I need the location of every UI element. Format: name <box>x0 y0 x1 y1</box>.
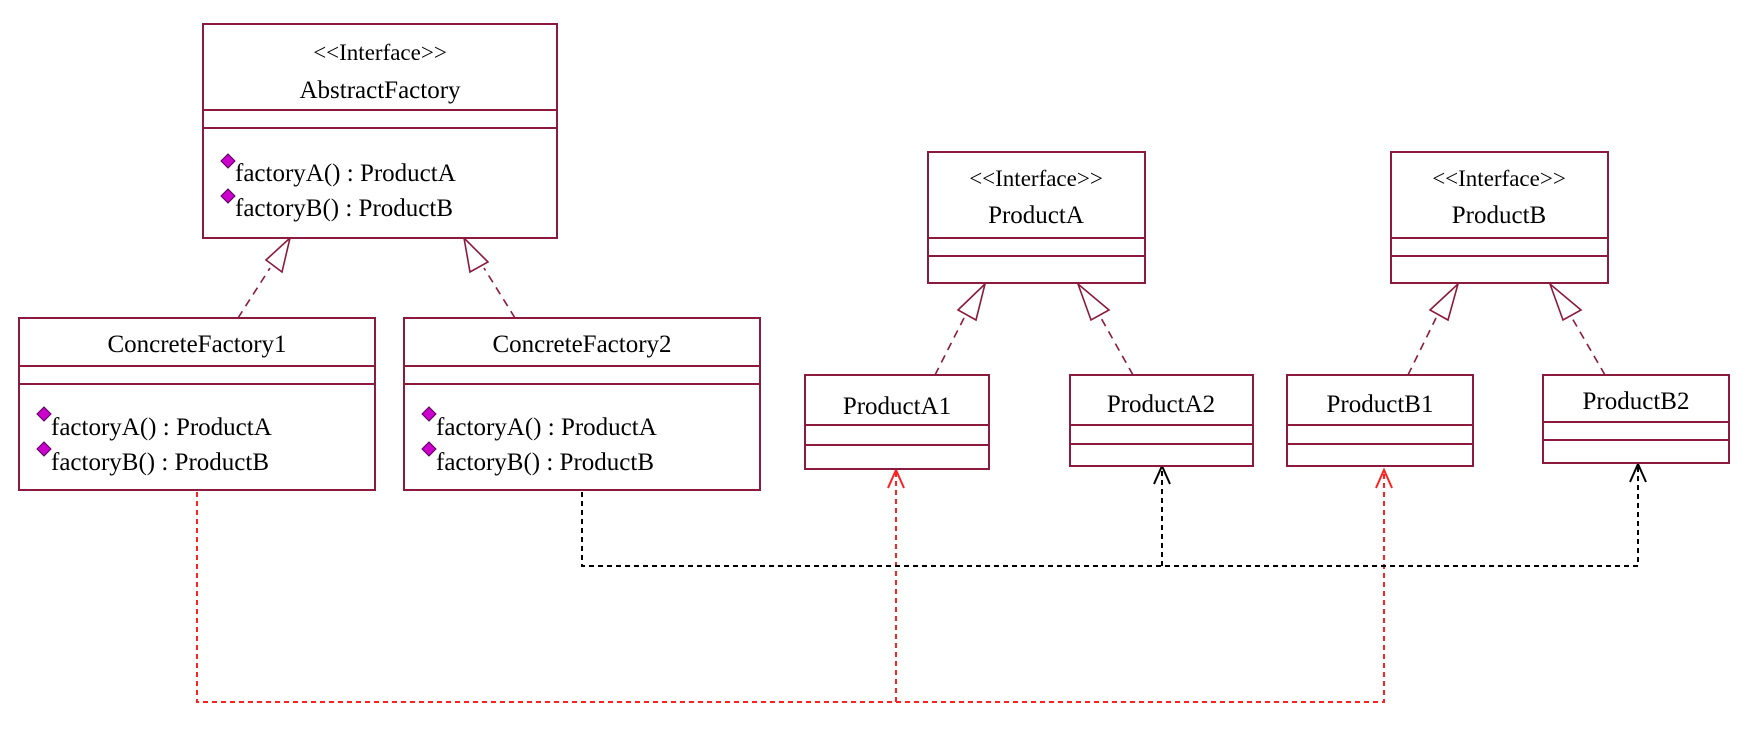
stereotype-label: <<Interface>> <box>1432 166 1566 191</box>
class-box <box>1286 374 1474 467</box>
class-producta1[interactable]: ProductA1 <box>804 374 990 470</box>
class-name: ProductB1 <box>1327 391 1434 418</box>
realization-productb1-to-productb <box>1407 281 1460 376</box>
dependency-line-cf2-to-productb2 <box>581 466 1639 567</box>
public-operation-icon <box>36 406 52 422</box>
class-name: ProductA2 <box>1107 391 1215 418</box>
class-producta2[interactable]: ProductA2 <box>1069 374 1254 467</box>
class-name: AbstractFactory <box>299 77 461 104</box>
class-abstractfactory[interactable]: <<Interface>> AbstractFactory factoryA()… <box>202 23 558 239</box>
public-operation-icon <box>36 441 52 457</box>
public-operation-icon <box>220 188 236 204</box>
operation-item: factoryA() : ProductA <box>235 160 456 187</box>
realization-producta1-to-producta <box>934 281 987 376</box>
operation-item: factoryB() : ProductB <box>51 449 269 476</box>
dependency-cf1-products <box>196 467 1393 703</box>
class-name: ProductA <box>988 202 1084 229</box>
operation-item: factoryA() : ProductA <box>436 414 657 441</box>
class-name: ProductA1 <box>843 393 951 420</box>
stereotype-label: <<Interface>> <box>969 166 1103 191</box>
dependency-line-cf1-to-productb1 <box>196 472 1385 703</box>
public-operation-icon <box>220 153 236 169</box>
public-operation-icon <box>421 441 437 457</box>
class-name: ProductB2 <box>1583 388 1690 415</box>
realization-producta2-to-producta <box>1076 281 1134 376</box>
realization-arrowhead <box>1428 281 1460 322</box>
stereotype-label: <<Interface>> <box>313 40 447 65</box>
operation-item: factoryA() : ProductA <box>51 414 272 441</box>
realization-arrowhead <box>1076 281 1111 322</box>
class-box <box>927 151 1146 284</box>
realization-productb2-to-productb <box>1548 281 1606 376</box>
class-box <box>1542 374 1730 464</box>
realization-arrowhead <box>264 235 292 274</box>
class-box <box>804 374 990 470</box>
public-operation-icon <box>421 406 437 422</box>
realization-cf1-to-abstractfactory <box>237 235 292 319</box>
class-name: ProductB <box>1452 202 1546 229</box>
class-productb2[interactable]: ProductB2 <box>1542 374 1730 464</box>
class-concretefactory1[interactable]: ConcreteFactory1 factoryA() : ProductA f… <box>18 317 376 491</box>
realization-cf2-to-abstractfactory <box>462 235 516 319</box>
class-name: ConcreteFactory2 <box>492 331 671 358</box>
realization-arrowhead <box>956 281 987 322</box>
class-concretefactory2[interactable]: ConcreteFactory2 factoryA() : ProductA f… <box>403 317 761 491</box>
class-box <box>1069 374 1254 467</box>
class-productb[interactable]: <<Interface>> ProductB <box>1390 151 1609 284</box>
realization-arrowhead <box>1548 281 1583 322</box>
operation-item: factoryB() : ProductB <box>235 195 453 222</box>
class-producta[interactable]: <<Interface>> ProductA <box>927 151 1146 284</box>
class-productb1[interactable]: ProductB1 <box>1286 374 1474 467</box>
realization-arrowhead <box>462 235 490 274</box>
class-box <box>403 317 761 491</box>
class-box <box>1390 151 1609 284</box>
operation-item: factoryB() : ProductB <box>436 449 654 476</box>
class-box <box>202 23 558 239</box>
class-box <box>18 317 376 491</box>
dependency-arrowhead <box>1375 467 1393 489</box>
class-name: ConcreteFactory1 <box>107 331 286 358</box>
